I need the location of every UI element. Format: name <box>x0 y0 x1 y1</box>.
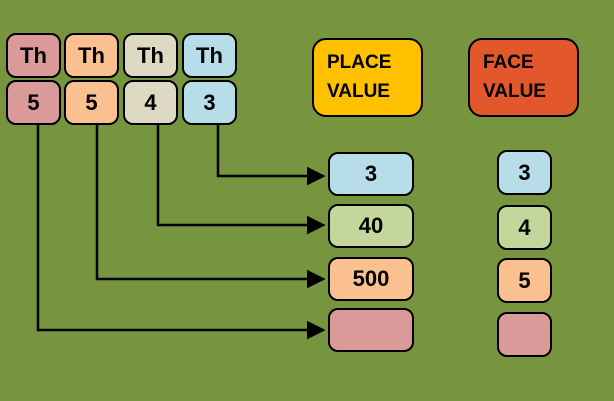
column-3-digit: 4 <box>123 80 178 125</box>
column-4-digit: 3 <box>182 80 237 125</box>
face-value-header: FACE VALUE <box>468 38 579 117</box>
column-2-header: Th <box>64 33 119 78</box>
place-value-ones: 3 <box>328 152 414 196</box>
arrow-thousands-to-place-value <box>36 125 326 340</box>
column-2-digit: 5 <box>64 80 119 125</box>
place-value-hundreds: 500 <box>328 257 414 301</box>
arrow-tens-to-place-value <box>156 125 326 235</box>
column-3-header: Th <box>123 33 178 78</box>
face-value-tens: 4 <box>497 205 552 250</box>
face-value-thousands <box>497 312 552 357</box>
face-value-label-line1: FACE <box>483 52 534 73</box>
column-4-header: Th <box>182 33 237 78</box>
arrow-hundreds-to-place-value <box>95 125 326 289</box>
face-value-ones: 3 <box>497 150 552 195</box>
arrow-ones-to-place-value <box>216 125 326 186</box>
face-value-label-line2: VALUE <box>483 80 546 102</box>
column-1-header: Th <box>6 33 61 78</box>
column-1-digit: 5 <box>6 80 61 125</box>
face-value-hundreds: 5 <box>497 258 552 303</box>
place-value-label-line2: VALUE <box>327 80 390 102</box>
place-value-label-line1: PLACE <box>327 52 392 73</box>
place-value-thousands <box>328 308 414 352</box>
place-value-tens: 40 <box>328 204 414 248</box>
place-value-header: PLACE VALUE <box>312 38 423 117</box>
